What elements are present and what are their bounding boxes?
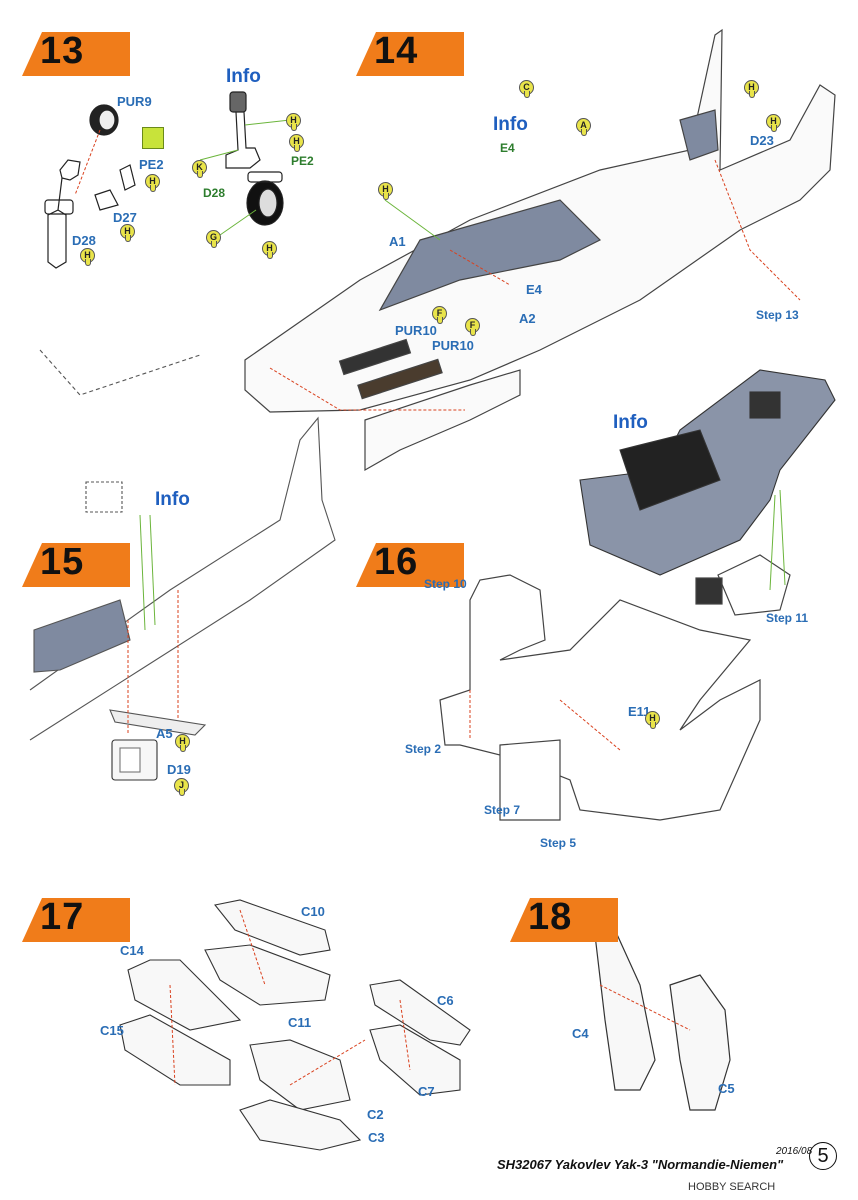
paint-code-icon: H bbox=[645, 711, 660, 729]
part-label: C3 bbox=[368, 1130, 385, 1145]
badge-shape-icon bbox=[510, 898, 618, 942]
step14-fuselage bbox=[244, 28, 836, 472]
part-label: A2 bbox=[519, 311, 536, 326]
paint-code-icon: H bbox=[286, 113, 301, 131]
part-label: C15 bbox=[100, 1023, 124, 1038]
part-label: E4 bbox=[526, 282, 542, 297]
part-label: C2 bbox=[367, 1107, 384, 1122]
step-number: 18 bbox=[528, 896, 573, 938]
part-label: C11 bbox=[288, 1015, 312, 1030]
step17-tail-surfaces bbox=[119, 899, 471, 1151]
paint-code-icon: H bbox=[145, 174, 160, 192]
badge-shape-icon bbox=[356, 32, 464, 76]
paint-code-icon: H bbox=[120, 224, 135, 242]
step13-main-wheel bbox=[44, 104, 136, 269]
step-reference: Step 13 bbox=[756, 308, 799, 322]
paint-code-icon: H bbox=[378, 182, 393, 200]
info-pointers bbox=[139, 119, 786, 631]
part-label: A5 bbox=[156, 726, 173, 741]
part-label: E11 bbox=[628, 704, 651, 719]
badge-shape-icon bbox=[22, 32, 130, 76]
watermark: HOBBY SEARCH bbox=[688, 1181, 776, 1193]
page-number: 5 bbox=[809, 1142, 837, 1170]
part-label: D27 bbox=[113, 210, 137, 225]
step-badge-18: 18 bbox=[510, 896, 620, 942]
part-label: D28 bbox=[72, 233, 96, 248]
step-badge-15: 15 bbox=[22, 541, 132, 587]
part-label: D19 bbox=[167, 762, 191, 777]
part-label: PE2 bbox=[291, 154, 314, 168]
print-date: 2016/08 bbox=[776, 1146, 813, 1157]
part-label: C7 bbox=[418, 1084, 435, 1099]
step-number: 17 bbox=[40, 896, 85, 938]
step-badge-16: 16 bbox=[356, 541, 466, 587]
part-label: PUR9 bbox=[117, 94, 152, 109]
step-number: 15 bbox=[40, 541, 85, 583]
part-label: C14 bbox=[120, 943, 144, 958]
step-badge-13: 13 bbox=[22, 30, 132, 76]
step14-cockpit-frame bbox=[579, 369, 836, 576]
info-label-step15: Info bbox=[155, 489, 190, 510]
step-reference: Step 11 bbox=[766, 611, 809, 625]
step-number: 16 bbox=[374, 541, 419, 583]
part-label: C5 bbox=[718, 1081, 735, 1096]
paint-code-icon: F bbox=[432, 306, 447, 324]
part-label: C10 bbox=[301, 904, 325, 919]
paint-code-icon: H bbox=[766, 114, 781, 132]
info-label-step14: Info bbox=[493, 114, 528, 135]
part-label: D28 bbox=[203, 186, 226, 200]
step-reference: Step 10 bbox=[424, 577, 467, 591]
step-reference: Step 5 bbox=[540, 836, 577, 850]
step15-tail bbox=[29, 349, 336, 781]
badge-shape-icon bbox=[22, 898, 130, 942]
paint-code-icon: A bbox=[576, 118, 591, 136]
step-number: 14 bbox=[374, 30, 419, 72]
step-badge-14: 14 bbox=[356, 30, 466, 76]
kit-title: SH32067 Yakovlev Yak-3 "Normandie-Niemen… bbox=[497, 1157, 784, 1172]
part-label: PUR10 bbox=[432, 338, 474, 353]
part-label: E4 bbox=[500, 141, 515, 155]
step13-info-assembly bbox=[225, 91, 284, 226]
badge-shape-icon bbox=[356, 543, 464, 587]
step-reference: Step 2 bbox=[405, 742, 442, 756]
paint-code-icon: H bbox=[744, 80, 759, 98]
assembly-arrows bbox=[74, 129, 801, 1086]
paint-code-icon: H bbox=[175, 734, 190, 752]
step-number: 13 bbox=[40, 30, 85, 72]
info-label-step14-cockpit: Info bbox=[613, 412, 648, 433]
part-label: C6 bbox=[437, 993, 454, 1008]
step18-rudder bbox=[594, 929, 731, 1111]
paint-code-icon: H bbox=[262, 241, 277, 259]
step-reference: Step 7 bbox=[484, 803, 521, 817]
step16-cockpit-frame bbox=[439, 554, 791, 821]
photo-etch-icon bbox=[142, 127, 164, 149]
paint-code-icon: C bbox=[519, 80, 534, 98]
paint-code-icon: J bbox=[174, 778, 189, 796]
paint-code-icon: G bbox=[206, 230, 221, 248]
badge-shape-icon bbox=[22, 543, 130, 587]
part-label: C4 bbox=[572, 1026, 589, 1041]
part-label: A1 bbox=[389, 234, 406, 249]
info-label-step13: Info bbox=[226, 66, 261, 87]
step-badge-17: 17 bbox=[22, 896, 132, 942]
paint-code-icon: H bbox=[289, 134, 304, 152]
part-label: PE2 bbox=[139, 157, 164, 172]
part-label: D23 bbox=[750, 133, 774, 148]
paint-code-icon: K bbox=[192, 160, 207, 178]
part-label: PUR10 bbox=[395, 323, 437, 338]
paint-code-icon: H bbox=[80, 248, 95, 266]
paint-code-icon: F bbox=[465, 318, 480, 336]
